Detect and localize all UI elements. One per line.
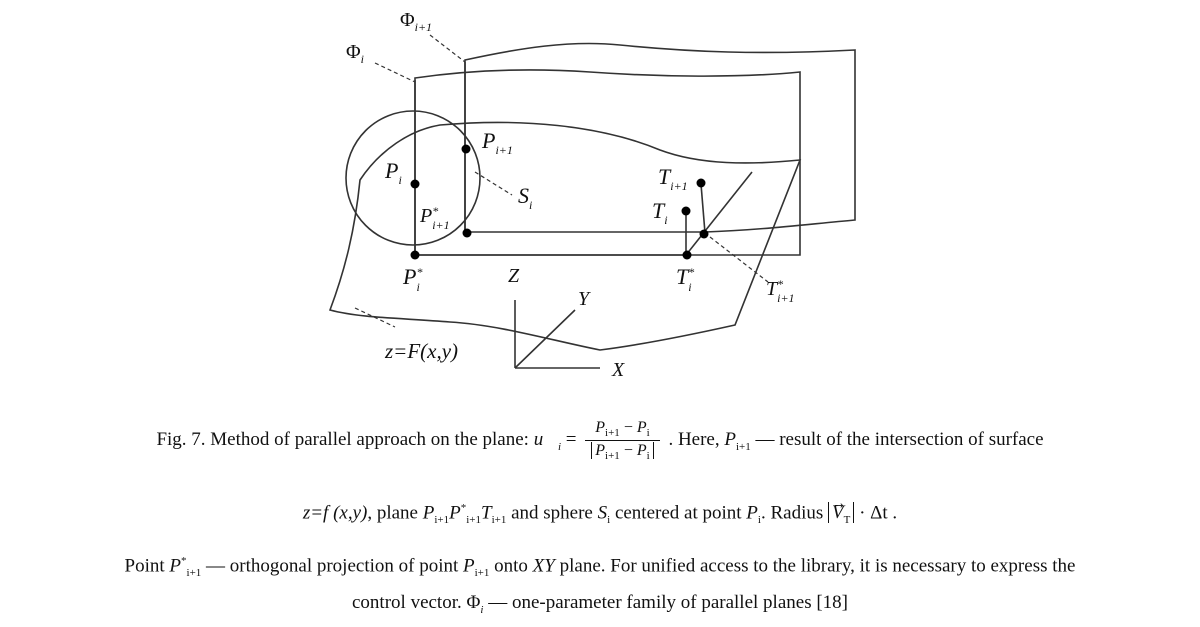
label-t-i: Ti [652, 198, 668, 227]
caption-line-3: Point P*i+1 — orthogonal projection of p… [124, 555, 1076, 580]
caption-line-1: Fig. 7. Method of parallel approach on t… [156, 418, 1044, 464]
label-axis-x: X [611, 359, 625, 381]
caption-line-2: z=f (x,y), plane Pi+1P*i+1Ti+1 and spher… [302, 502, 898, 527]
fraction-denominator: Pi+1 − Pi [585, 441, 659, 463]
label-phi-i: Φi [346, 41, 364, 66]
surface-outline [328, 121, 802, 351]
label-p-i1: Pi+1 [481, 128, 513, 157]
label-axis-z: Z [508, 265, 520, 287]
line-diagonal [685, 171, 753, 256]
equals-sign: = [565, 429, 577, 451]
caption-prefix: Fig. 7. Method of parallel approach on t… [156, 429, 529, 451]
point-p-star-i1 [462, 228, 472, 238]
label-s-i: Si [518, 183, 532, 212]
leader-t-star-i1 [709, 236, 769, 283]
line-ti1-tstar1 [700, 183, 706, 234]
plane-phi-i1-outline [464, 42, 856, 233]
label-p-star-i: P*i [402, 264, 422, 294]
point-t-i1 [696, 178, 706, 188]
sphere-s-i [345, 110, 481, 246]
label-p-star-i1: P*i+1 [419, 204, 450, 232]
point-t-i [681, 206, 691, 216]
label-t-star-i: T*i [676, 264, 694, 294]
point-p-star-i [410, 250, 420, 260]
label-axis-y: Y [578, 288, 591, 310]
u-fraction: Pi+1 − Pi Pi+1 − Pi [585, 418, 660, 464]
label-p-i: Pi [384, 158, 402, 187]
label-t-i1: Ti+1 [658, 164, 688, 193]
method-figure: Φi Φi+1 Pi Pi+1 P*i+1 P*i Si Ti+1 Ti T*i… [328, 9, 856, 381]
label-phi-i1: Φi+1 [400, 9, 432, 34]
leader-surface [354, 307, 396, 328]
plane-phi-i-outline [414, 69, 801, 256]
label-surface: z=F(x,y) [384, 339, 458, 363]
leader-phi-i [374, 62, 416, 83]
leader-phi-i1 [429, 34, 466, 63]
point-p-i [410, 179, 420, 189]
caption-line-4: control vector. Φi — one-parameter famil… [352, 592, 848, 616]
velocity-norm: V⃗T [828, 502, 855, 526]
point-t-star-i [682, 250, 692, 260]
point-t-star-i1 [699, 229, 709, 239]
u-vector: u⃗i [533, 429, 562, 454]
point-p-i1 [461, 144, 471, 154]
leader-s-i [474, 171, 513, 196]
axis-y-line [514, 309, 576, 369]
label-t-star-i1: T*i+1 [766, 277, 795, 305]
fraction-numerator: Pi+1 − Pi [585, 418, 660, 442]
